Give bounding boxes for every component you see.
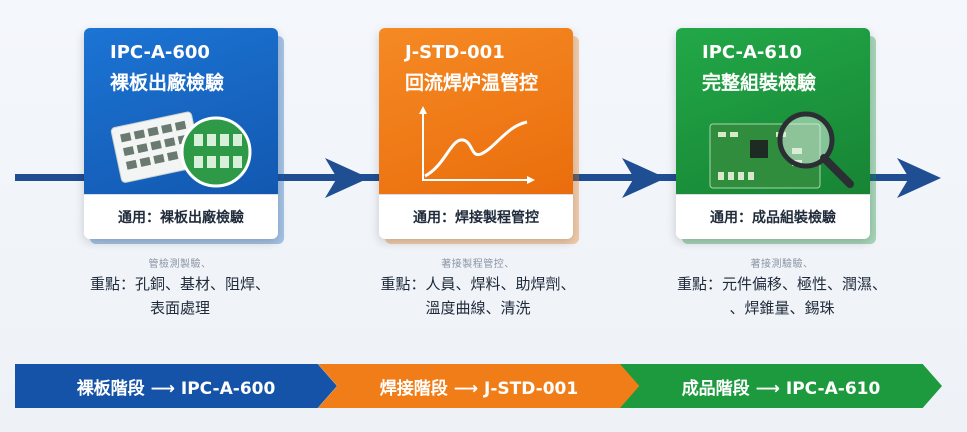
note-faint-text: 管檢測製驗、 [148, 259, 212, 270]
stage-segment-soldering: 焊接階段 ⟶ J-STD-001 [318, 364, 640, 408]
focus-note-2: 著接製程管控、 重點：人員、焊料、助焊劑、 溫度曲線、清洗 [328, 258, 628, 320]
standard-card-ipc-a-600: IPC-A-600 裸板出廠檢驗 通用：裸板出廠檢驗 [84, 28, 278, 239]
card-standard-code: IPC-A-600 [110, 42, 210, 63]
card-header: IPC-A-600 裸板出廠檢驗 [84, 28, 278, 194]
card-usage-footer: 通用：裸板出廠檢驗 [84, 194, 278, 239]
card-usage-label: 通用：成品組裝檢驗 [710, 210, 836, 226]
standard-card-j-std-001: J-STD-001 回流焊炉温管控 通用：焊接製程管控 [379, 28, 573, 239]
stage-segment-finished-product: 成品階段 ⟶ IPC-A-610 [620, 364, 942, 408]
card-standard-code: J-STD-001 [405, 42, 505, 63]
card-standard-code: IPC-A-610 [702, 42, 802, 63]
card-header: J-STD-001 回流焊炉温管控 [379, 28, 573, 194]
magnifier-pcb-illustration [709, 111, 854, 189]
note-faint-text: 著接製程管控、 [441, 259, 515, 270]
flow-arrow-icon [622, 158, 666, 198]
flow-arrow-icon [325, 158, 369, 198]
reflow-curve-chart-icon [419, 106, 535, 184]
stage-label: 焊接階段 ⟶ J-STD-001 [379, 378, 579, 399]
card-usage-label: 通用：裸板出廠檢驗 [118, 210, 244, 226]
card-title: 裸板出廠檢驗 [110, 72, 225, 94]
flow-arrow-icon [897, 158, 941, 198]
card-usage-footer: 通用：成品組裝檢驗 [676, 194, 870, 239]
stage-label: 成品階段 ⟶ IPC-A-610 [681, 378, 881, 399]
note-focus-continued: 溫度曲線、清洗 [425, 299, 531, 317]
note-focus-text: 重點：元件偏移、極性、潤濕、 [676, 275, 887, 293]
standard-card-ipc-a-610: IPC-A-610 完整組裝檢驗 通用：成品組裝檢驗 [676, 28, 870, 239]
focus-note-3: 著接測驗驗、 重點：元件偏移、極性、潤濕、 、焊錐量、錫珠 [632, 258, 932, 320]
card-title: 回流焊炉温管控 [405, 72, 539, 94]
bare-pcb-illustration [110, 111, 252, 188]
card-usage-label: 通用：焊接製程管控 [413, 210, 539, 226]
stage-label: 裸板階段 ⟶ IPC-A-600 [76, 378, 276, 399]
note-focus-continued: 表面處理 [149, 299, 210, 317]
card-header: IPC-A-610 完整組裝檢驗 [676, 28, 870, 194]
note-focus-continued: 、焊錐量、錫珠 [729, 299, 835, 317]
card-usage-footer: 通用：焊接製程管控 [379, 194, 573, 239]
note-focus-text: 重點：人員、焊料、助焊劑、 [380, 275, 576, 293]
note-faint-text: 著接測驗驗、 [750, 259, 814, 270]
focus-note-1: 管檢測製驗、 重點：孔銅、基材、阻焊、 表面處理 [40, 258, 320, 320]
stage-segment-bare-board: 裸板階段 ⟶ IPC-A-600 [15, 364, 337, 408]
note-focus-text: 重點：孔銅、基材、阻焊、 [89, 275, 270, 293]
card-title: 完整組裝檢驗 [702, 72, 817, 94]
